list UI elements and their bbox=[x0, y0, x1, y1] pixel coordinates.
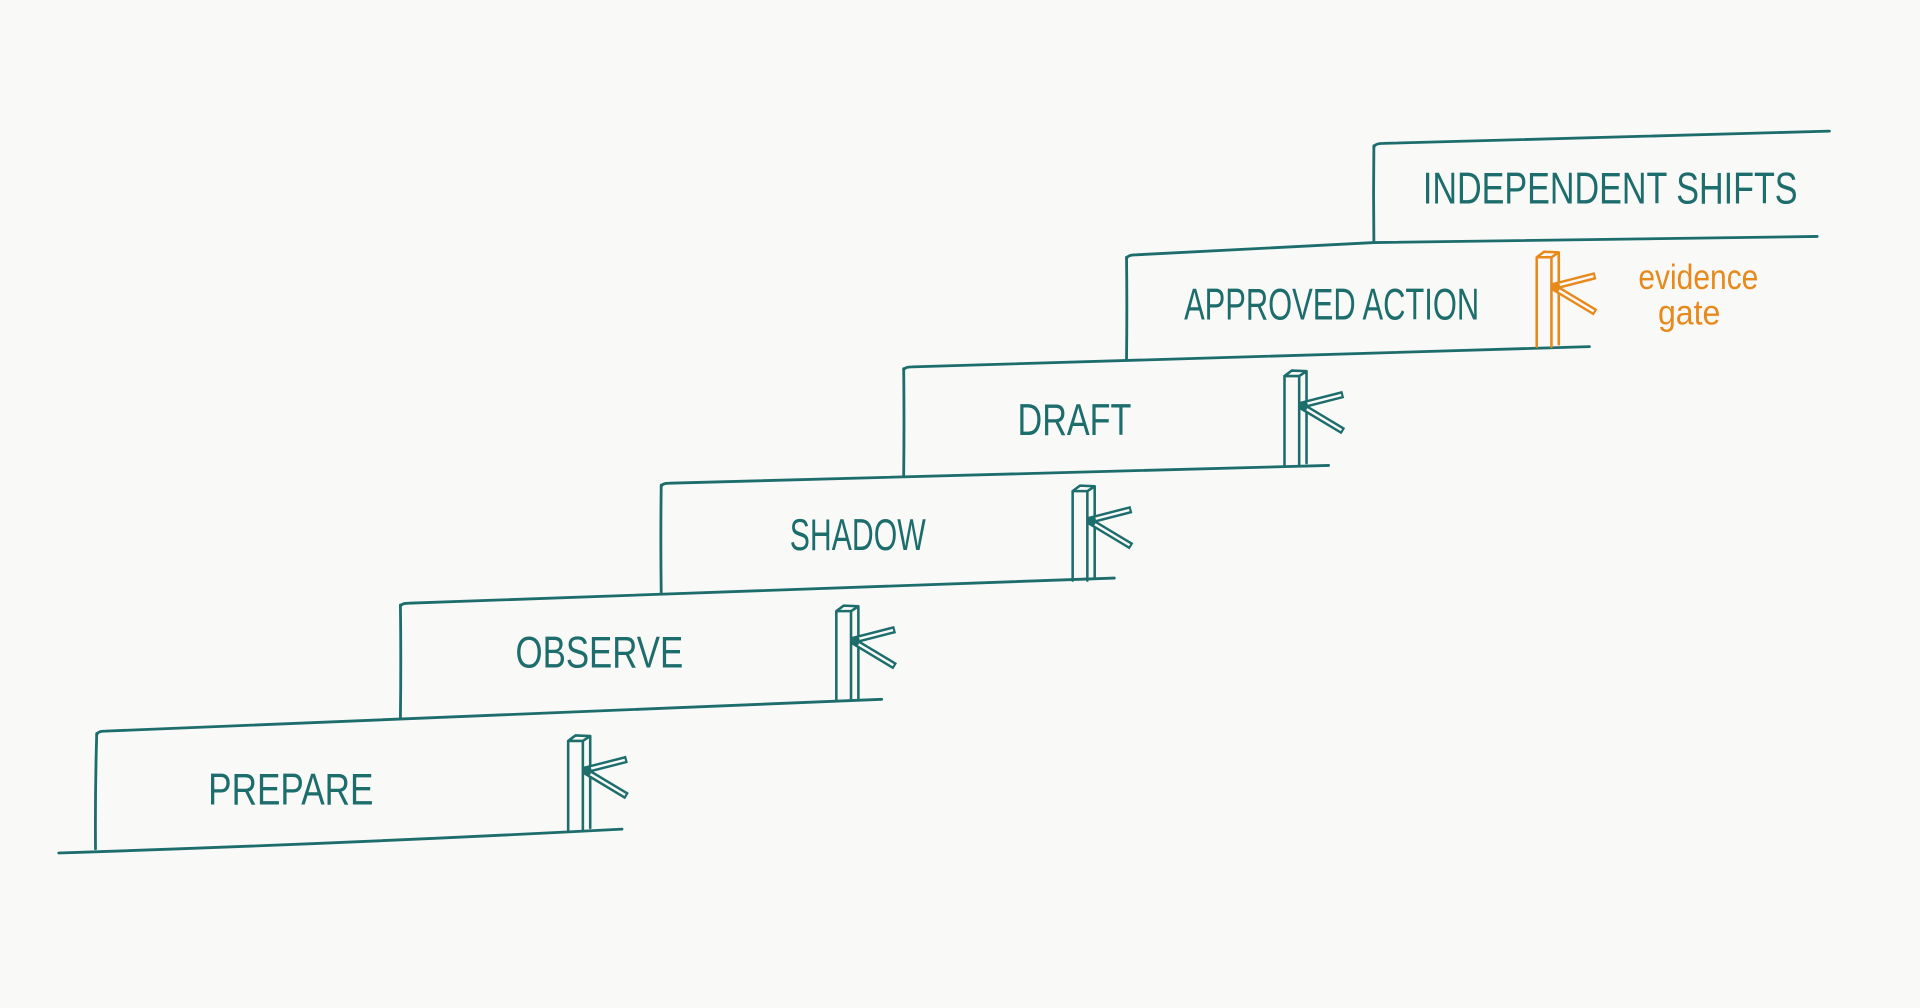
gate-arm-upper-inner bbox=[590, 758, 626, 770]
gate-arm-upper-inner bbox=[1307, 393, 1342, 405]
evidence-gate-annotation: evidence gate bbox=[1638, 257, 1758, 333]
gate-arm-lower-inner bbox=[1094, 523, 1131, 547]
gate-arm-lower-inner bbox=[857, 643, 894, 667]
step-tread bbox=[95, 697, 884, 737]
gate-approved-action bbox=[1535, 250, 1598, 348]
step-riser bbox=[93, 732, 99, 851]
gate-arm-lower-inner bbox=[589, 773, 626, 796]
step-label: APPROVED ACTION bbox=[1184, 281, 1479, 330]
gate-arm-upper-inner bbox=[1095, 508, 1130, 520]
step-tread bbox=[659, 464, 1330, 488]
ground-line bbox=[57, 827, 624, 855]
step-label: OBSERVE bbox=[516, 628, 684, 677]
gate-observe bbox=[835, 604, 897, 702]
gate-post bbox=[835, 604, 860, 702]
step-label: PREPARE bbox=[208, 766, 373, 815]
gate-post bbox=[1071, 484, 1096, 582]
annotation-line-1: evidence bbox=[1638, 257, 1758, 297]
step-approved-action: APPROVED ACTION bbox=[1125, 235, 1819, 361]
step-draft: DRAFT bbox=[902, 345, 1591, 477]
step-observe: OBSERVE bbox=[399, 576, 1116, 720]
step-shadow: SHADOW bbox=[659, 464, 1330, 596]
step-prepare: PREPARE bbox=[93, 697, 884, 851]
gate-shadow bbox=[1071, 484, 1134, 582]
gate-arm-upper-inner bbox=[859, 628, 894, 640]
gate-arm-lower-inner bbox=[1306, 408, 1343, 432]
gate-draft bbox=[1283, 369, 1346, 467]
gate-post bbox=[1535, 250, 1561, 348]
gate-post bbox=[566, 734, 592, 832]
gate-post bbox=[1283, 369, 1308, 467]
step-tread bbox=[902, 345, 1591, 372]
step-tread bbox=[1125, 235, 1819, 260]
step-tread bbox=[399, 576, 1116, 608]
step-label: SHADOW bbox=[790, 511, 926, 560]
step-label: DRAFT bbox=[1018, 396, 1132, 445]
gate-prepare bbox=[566, 734, 629, 832]
step-label: INDEPENDENT SHIFTS bbox=[1423, 164, 1798, 213]
step-tread bbox=[1372, 129, 1831, 149]
gate-arm-upper-inner bbox=[1559, 275, 1594, 287]
step-independent-shifts: INDEPENDENT SHIFTS bbox=[1372, 129, 1831, 243]
gate-arm-lower-inner bbox=[1558, 289, 1595, 313]
annotation-line-2: gate bbox=[1658, 293, 1720, 333]
